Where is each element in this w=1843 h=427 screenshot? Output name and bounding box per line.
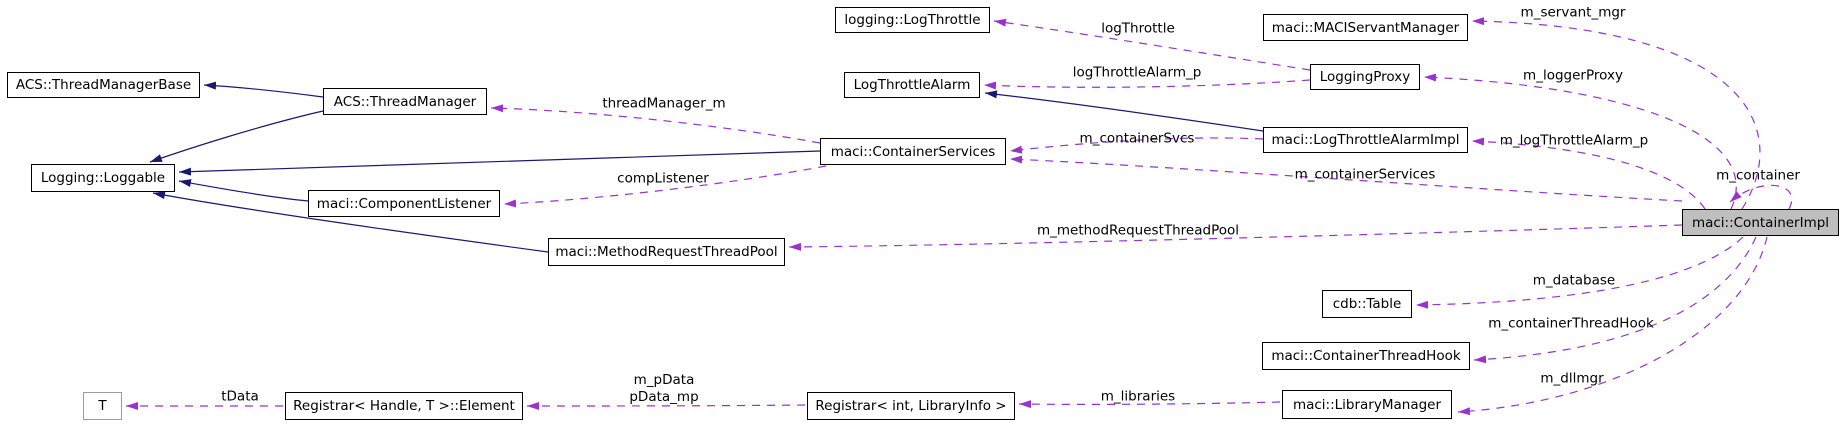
edge-m-logthrottlealarm-p-edge [1471,137,1706,210]
edge-label-m-servant-mgr-edge: m_servant_mgr [1520,4,1626,21]
node-cdb-table[interactable]: cdb::Table [1322,290,1412,318]
edge-m-containerthreadhook-edge [1473,236,1757,364]
node-logthrottlealarm[interactable]: LogThrottleAlarm [844,72,980,98]
edge-logthrottlealarmimpl-to-logthrottlealarm [984,90,1264,132]
edge-m-methodrequestthreadpool-edge [788,224,1683,251]
edge-m-containersvcs-edge [1009,137,1264,154]
edge-label-m-loggerproxy-edge: m_loggerProxy [1523,67,1623,84]
edge-logthrottlealarm-p-edge [983,79,1311,90]
edge-label-m-containersvcs-edge: m_containerSvcs [1079,130,1195,147]
node-acs-threadmanager[interactable]: ACS::ThreadManager [323,88,487,115]
node-maci-logthrottlealarmimpl[interactable]: maci::LogThrottleAlarmImpl [1263,127,1468,153]
node-logging-logthrottle[interactable]: logging::LogThrottle [835,7,990,33]
edge-label-m-libraries-edge: m_libraries [1100,388,1176,405]
edge-label-tdata-edge: tData [221,388,259,405]
edge-label-m-pdata-edge: m_pData pData_mp [629,372,699,405]
node-maci-componentlistener[interactable]: maci::ComponentListener [308,190,500,217]
node-acs-threadmanagerbase[interactable]: ACS::ThreadManagerBase [7,72,200,98]
edge-m-container-edge [1729,184,1793,210]
edge-label-m-containerthreadhook-edge: m_containerThreadHook [1488,315,1654,332]
node-maci-librarymanager[interactable]: maci::LibraryManager [1282,390,1452,419]
edge-methodrequestthreadpool-to-loggable [152,191,549,253]
node-maci-methodrequestthreadpool[interactable]: maci::MethodRequestThreadPool [548,238,785,266]
edge-m-pdata-edge [526,401,806,410]
edge-threadmanager-to-threadmanagerbase [203,81,324,98]
edge-componentlistener-to-loggable [178,179,309,202]
edge-m-database-edge [1415,236,1744,309]
edge-label-m-logthrottlealarm-p-edge: m_logThrottleAlarm_p [1499,132,1649,149]
node-maci-containerservices[interactable]: maci::ContainerServices [820,138,1006,165]
edge-containerservices-to-loggable [178,150,821,176]
node-template-t: T [83,392,122,420]
edge-label-threadmanager-m-edge: threadManager_m [602,95,726,112]
edge-complistener-edge [503,165,827,208]
edge-label-m-containerservices-edge: m_containerServices [1294,166,1436,183]
edge-label-m-methodrequestthreadpool-edge: m_methodRequestThreadPool [1036,222,1240,239]
edge-label-logthrottle-edge: logThrottle [1101,20,1175,37]
node-maci-containerimpl[interactable]: maci::ContainerImpl [1682,209,1839,236]
edge-label-logthrottlealarm-p-edge: logThrottleAlarm_p [1072,64,1202,81]
node-logging-loggable[interactable]: Logging::Loggable [31,164,175,192]
node-maci-containerthreadhook[interactable]: maci::ContainerThreadHook [1262,342,1470,370]
node-registrar-int-libraryinfo[interactable]: Registrar< int, LibraryInfo > [807,392,1015,420]
edge-label-complistener-edge: compListener [617,170,709,187]
node-registrar-handle-t-element[interactable]: Registrar< Handle, T >::Element [285,392,523,420]
edge-label-m-container-edge: m_container [1716,167,1800,184]
edge-label-m-database-edge: m_database [1532,272,1616,289]
edge-threadmanager-to-loggable [149,110,324,163]
edge-m-containerservices-edge [1009,155,1683,202]
edge-m-servant-mgr-edge [1471,17,1761,210]
edge-label-m-dllmgr-edge: m_dllmgr [1540,370,1604,387]
edge-threadmanager-m-edge [490,104,821,144]
node-loggingproxy[interactable]: LoggingProxy [1310,64,1420,90]
node-maci-maciservantmanager[interactable]: maci::MACIServantManager [1263,14,1468,41]
edge-m-loggerproxy-edge [1423,73,1737,210]
edge-m-libraries-edge [1018,400,1281,409]
